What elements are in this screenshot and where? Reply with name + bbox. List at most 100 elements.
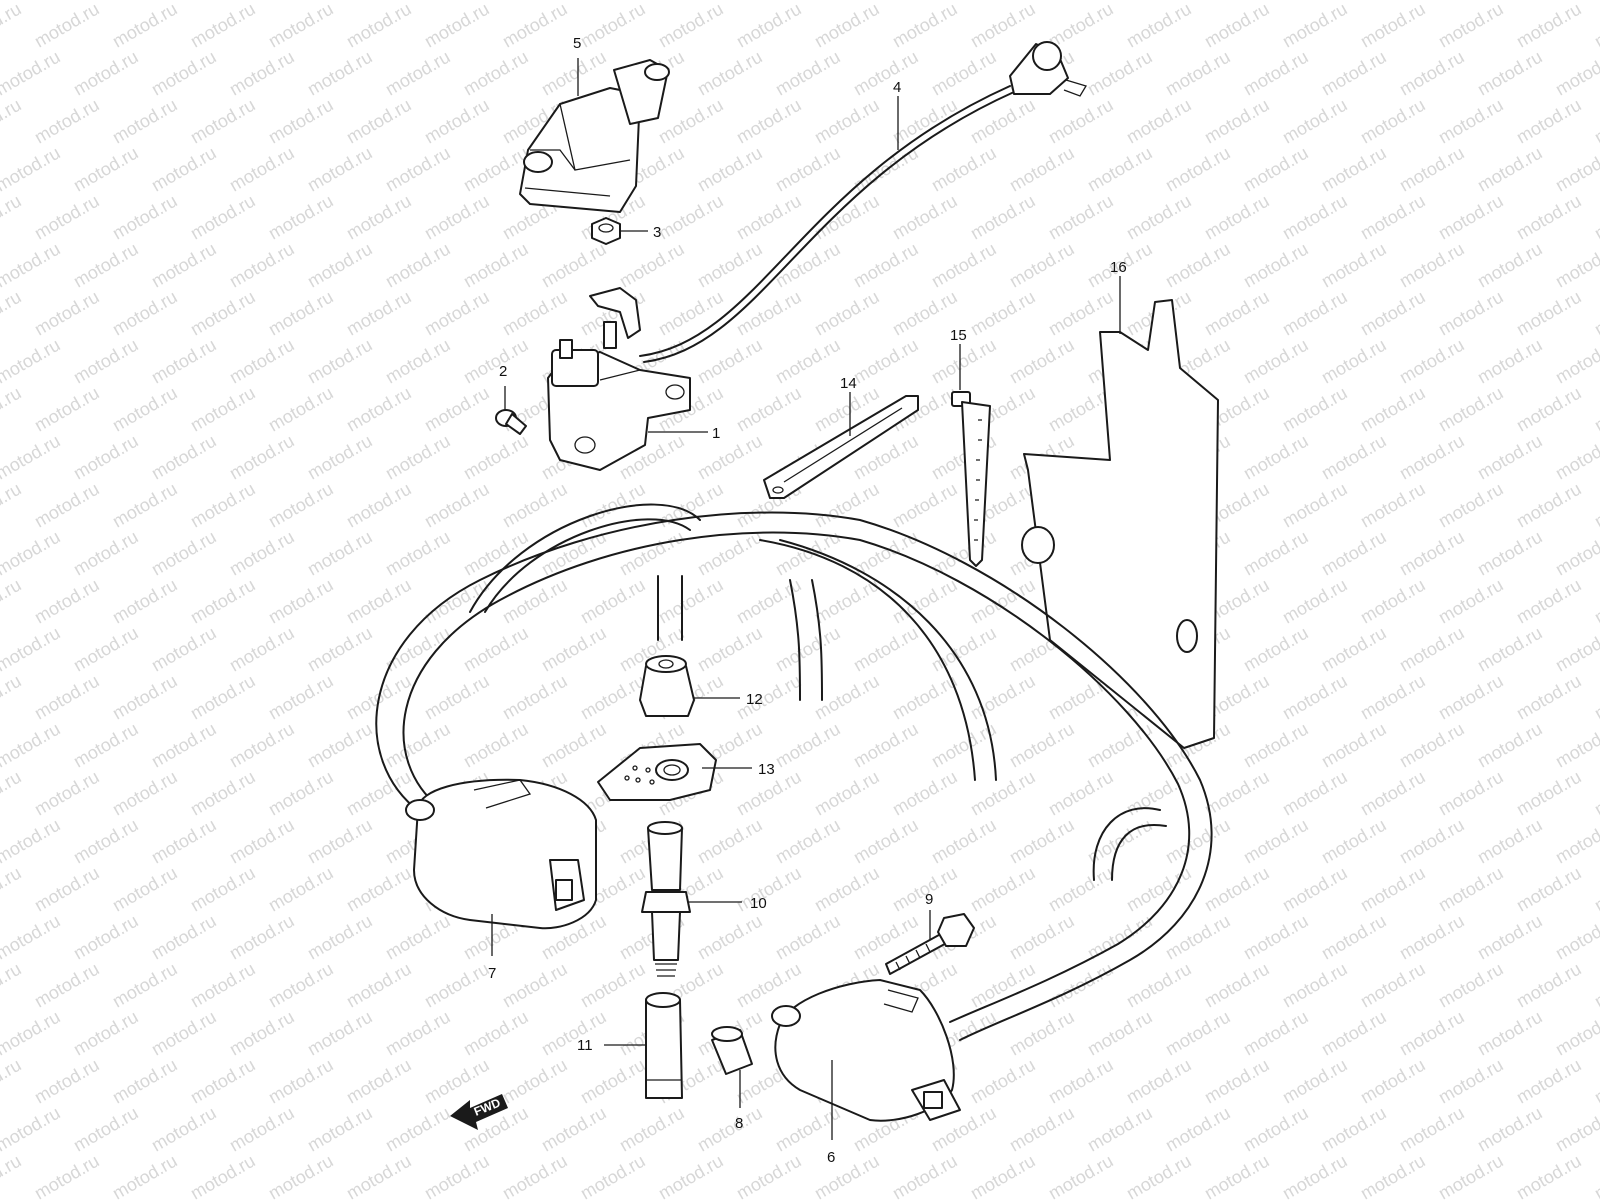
watermark-text: motod.ru [499, 959, 571, 1012]
watermark-text: motod.ru [148, 1103, 220, 1156]
watermark-text: motod.ru [1357, 0, 1429, 51]
watermark-text: motod.ru [70, 623, 142, 676]
watermark-text: motod.ru [187, 0, 259, 51]
watermark-text: motod.ru [421, 575, 493, 628]
watermark-text: motod.ru [304, 335, 376, 388]
watermark-text: motod.ru [1552, 623, 1600, 676]
callout-16: 16 [1110, 259, 1127, 276]
watermark-text: motod.ru [1474, 1103, 1546, 1156]
watermark-text: motod.ru [967, 1151, 1039, 1200]
watermark-text: motod.ru [1396, 719, 1468, 772]
watermark-text: motod.ru [967, 0, 1039, 51]
watermark-text: motod.ru [148, 719, 220, 772]
watermark-text: motod.ru [148, 0, 220, 3]
watermark-text: motod.ru [1552, 239, 1600, 292]
watermark-text: motod.ru [538, 239, 610, 292]
watermark-text: motod.ru [694, 431, 766, 484]
watermark-text: motod.ru [1591, 1151, 1600, 1200]
watermark-text: motod.ru [1396, 623, 1468, 676]
watermark-text: motod.ru [226, 239, 298, 292]
watermark-text: motod.ru [0, 815, 64, 868]
watermark-text: motod.ru [70, 431, 142, 484]
screw-part [495, 409, 527, 435]
watermark-text: motod.ru [1357, 287, 1429, 340]
watermark-text: motod.ru [1006, 911, 1078, 964]
watermark-text: motod.ru [1084, 47, 1156, 100]
ignition-coil-rear-part [771, 979, 961, 1122]
watermark-text: motod.ru [1591, 479, 1600, 532]
watermark-text: motod.ru [0, 47, 64, 100]
watermark-text: motod.ru [226, 431, 298, 484]
watermark-text: motod.ru [1123, 0, 1195, 51]
watermark-text: motod.ru [343, 479, 415, 532]
watermark-text: motod.ru [1045, 0, 1117, 51]
watermark-text: motod.ru [1357, 95, 1429, 148]
watermark-text: motod.ru [1591, 575, 1600, 628]
watermark-text: motod.ru [1435, 383, 1507, 436]
watermark-text: motod.ru [733, 1151, 805, 1200]
watermark-text: motod.ru [343, 767, 415, 820]
watermark-text: motod.ru [148, 623, 220, 676]
watermark-text: motod.ru [1357, 479, 1429, 532]
watermark-text: motod.ru [694, 143, 766, 196]
watermark-text: motod.ru [1591, 0, 1600, 51]
watermark-text: motod.ru [1162, 143, 1234, 196]
watermark-text: motod.ru [109, 479, 181, 532]
watermark-text: motod.ru [1006, 335, 1078, 388]
band-part [763, 395, 919, 499]
watermark-text: motod.ru [499, 1151, 571, 1200]
watermark-text: motod.ru [1552, 431, 1600, 484]
watermark-text: motod.ru [850, 719, 922, 772]
watermark-text: motod.ru [1279, 1151, 1351, 1200]
watermark-text: motod.ru [343, 95, 415, 148]
watermark-text: motod.ru [1201, 1055, 1273, 1108]
watermark-text: motod.ru [382, 623, 454, 676]
watermark-text: motod.ru [1006, 239, 1078, 292]
watermark-text: motod.ru [1006, 0, 1078, 3]
watermark-text: motod.ru [772, 239, 844, 292]
watermark-text: motod.ru [1201, 0, 1273, 51]
watermark-text: motod.ru [265, 287, 337, 340]
watermark-text: motod.ru [148, 431, 220, 484]
watermark-text: motod.ru [421, 1151, 493, 1200]
watermark-text: motod.ru [148, 143, 220, 196]
watermark-text: motod.ru [1552, 47, 1600, 100]
watermark-text: motod.ru [1474, 335, 1546, 388]
watermark-text: motod.ru [226, 911, 298, 964]
watermark-text: motod.ru [226, 527, 298, 580]
watermark-text: motod.ru [1513, 1055, 1585, 1108]
watermark-text: motod.ru [655, 95, 727, 148]
watermark-text: motod.ru [1201, 767, 1273, 820]
nut-part [591, 217, 621, 245]
watermark-text: motod.ru [0, 1151, 25, 1200]
watermark-text: motod.ru [1084, 143, 1156, 196]
watermark-text: motod.ru [1318, 719, 1390, 772]
watermark-text: motod.ru [265, 767, 337, 820]
watermark-text: motod.ru [109, 959, 181, 1012]
callout-9: 9 [925, 891, 933, 908]
watermark-text: motod.ru [1435, 863, 1507, 916]
watermark-text: motod.ru [109, 575, 181, 628]
watermark-text: motod.ru [0, 335, 64, 388]
watermark-text: motod.ru [772, 143, 844, 196]
watermark-text: motod.ru [811, 287, 883, 340]
watermark-text: motod.ru [850, 47, 922, 100]
watermark-text: motod.ru [577, 959, 649, 1012]
watermark-text: motod.ru [0, 719, 64, 772]
watermark-text: motod.ru [1357, 575, 1429, 628]
watermark-text: motod.ru [343, 0, 415, 51]
watermark-text: motod.ru [1318, 47, 1390, 100]
watermark-text: motod.ru [967, 863, 1039, 916]
watermark-text: motod.ru [1474, 911, 1546, 964]
watermark-text: motod.ru [1279, 287, 1351, 340]
watermark-text: motod.ru [1357, 191, 1429, 244]
watermark-text: motod.ru [616, 527, 688, 580]
watermark-text: motod.ru [1123, 1055, 1195, 1108]
watermark-text: motod.ru [382, 143, 454, 196]
starter-relay-part [547, 287, 691, 471]
watermark-text: motod.ru [1396, 1007, 1468, 1060]
watermark-text: motod.ru [226, 143, 298, 196]
watermark-text: motod.ru [421, 287, 493, 340]
watermark-text: motod.ru [187, 959, 259, 1012]
plate-part [597, 743, 717, 801]
